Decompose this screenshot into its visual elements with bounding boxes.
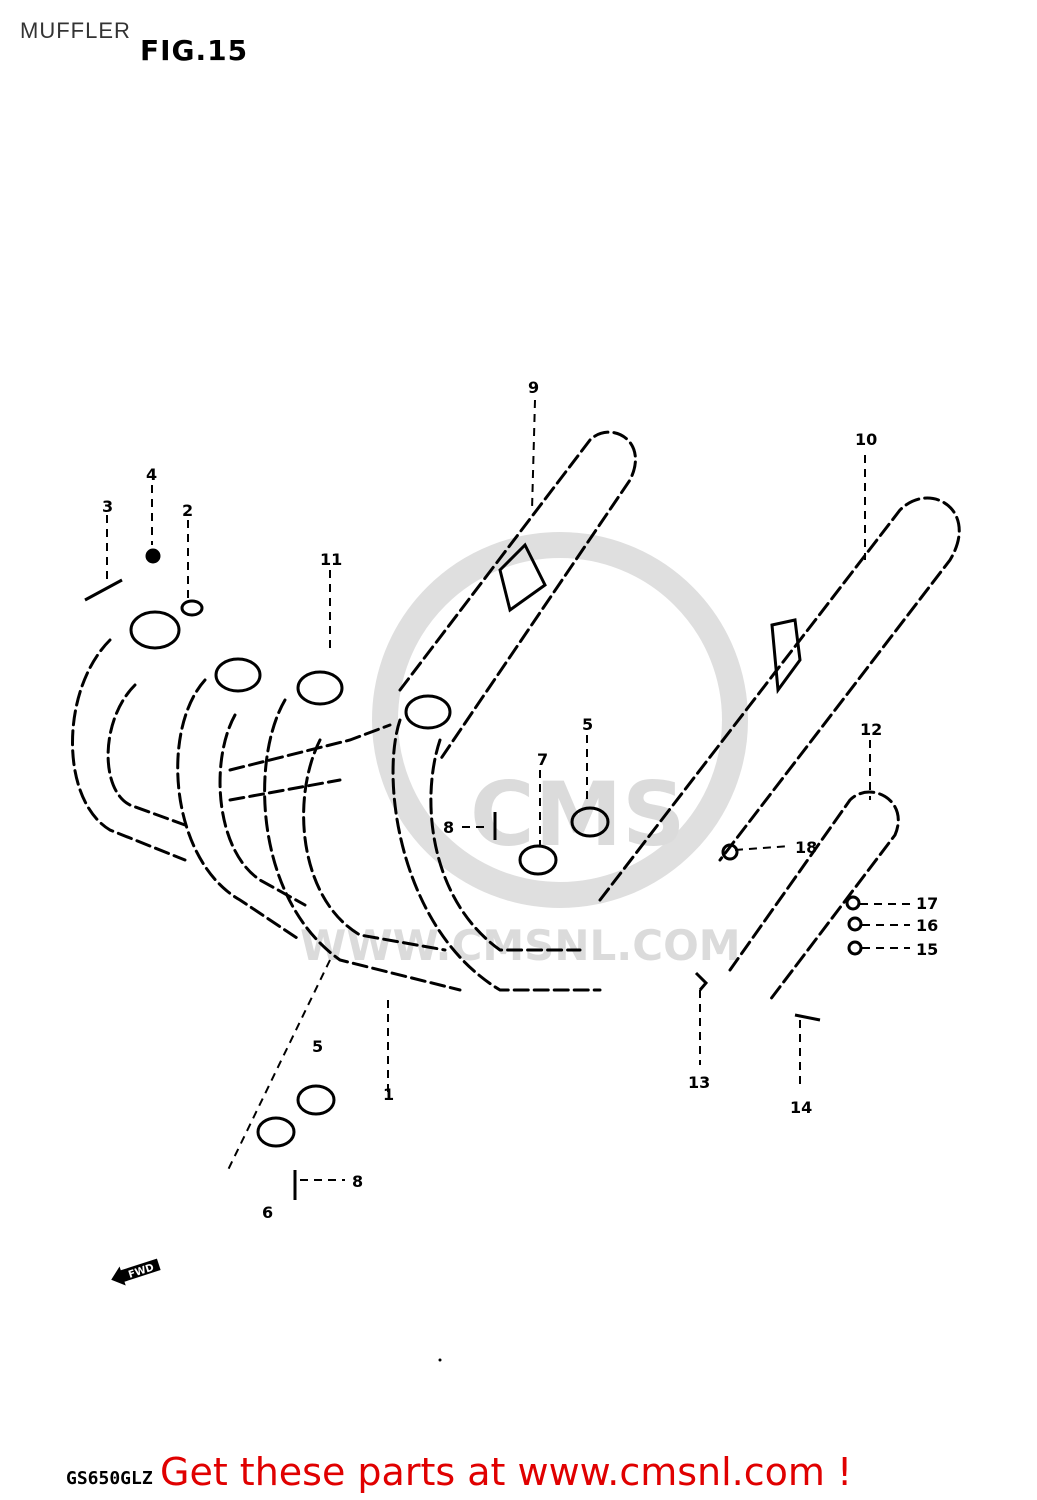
callout-16: 16 (916, 916, 938, 935)
watermark-url: WWW.CMSNL.COM (300, 921, 741, 970)
forward-arrow: FWD (111, 1258, 161, 1286)
parts-hardware (84, 542, 863, 1200)
bolt-part-15 (847, 940, 863, 956)
callout-18: 18 (795, 838, 817, 857)
exhaust-pipe-4-outer (391, 718, 602, 992)
callout-9: 9 (528, 378, 539, 397)
leader-18 (734, 845, 791, 851)
clamp-pipe-4 (404, 694, 452, 730)
leader-9 (531, 399, 536, 511)
callout-10: 10 (855, 430, 877, 449)
muffler-left-body (398, 430, 637, 762)
callout-5: 5 (582, 715, 593, 734)
callout-8-lower: 8 (352, 1172, 363, 1191)
page-title: MUFFLER (20, 18, 131, 43)
exhaust-pipe-1-inner (106, 683, 187, 827)
forward-arrow-label: FWD (127, 1262, 155, 1281)
callout-5-lower: 5 (312, 1037, 323, 1056)
nut-part-18 (721, 843, 739, 861)
leader-lines (106, 399, 910, 1181)
callout-12: 12 (860, 720, 882, 739)
connector-pipe-upper (228, 723, 392, 772)
bracket-muffler-left (498, 542, 547, 613)
callout-3: 3 (102, 497, 113, 516)
exhaust-pipe-4-inner (429, 738, 582, 952)
bolt-part-13 (694, 971, 709, 991)
callout-8: 8 (443, 818, 454, 837)
connector-sleeve-part-5 (570, 806, 610, 838)
model-code: GS650GLZ (66, 1468, 153, 1489)
clamp-part-7 (518, 844, 558, 876)
connector-sleeve-part-5-lower (296, 1084, 336, 1116)
connector-pipe-lower (228, 778, 342, 802)
callout-13: 13 (688, 1073, 710, 1092)
callout-14: 14 (790, 1098, 812, 1117)
bracket-muffler-right (770, 618, 802, 695)
exhaust-pipe-3-outer (263, 698, 462, 992)
callout-1: 1 (383, 1085, 394, 1104)
clamp-part-6 (256, 1116, 296, 1148)
washer-part-16 (847, 916, 863, 932)
watermark: CMS WWW.CMSNL.COM (300, 532, 748, 970)
watermark-logo-ring (372, 532, 748, 908)
washer-part-17 (845, 895, 861, 911)
clamp-pipe-3 (296, 670, 344, 706)
callout-4: 4 (146, 465, 157, 484)
watermark-logo-text: CMS (470, 763, 686, 866)
stray-dot (438, 1358, 442, 1362)
exhaust-pipe-2-inner (218, 713, 307, 907)
bolt-part-14 (794, 1013, 821, 1022)
callout-15: 15 (916, 940, 938, 959)
callout-11: 11 (320, 550, 342, 569)
callout-2: 2 (182, 501, 193, 520)
cta-link[interactable]: Get these parts at www.cmsnl.com ! (160, 1450, 853, 1494)
pipe-outlines (71, 430, 961, 1002)
figure-number: FIG.15 (140, 34, 249, 67)
callout-17: 17 (916, 894, 938, 913)
exhaust-pipe-1-outer (71, 638, 187, 862)
clamp-pipe-2 (214, 657, 262, 693)
muffler-right-body (598, 496, 961, 902)
bolt-part-3 (84, 578, 123, 602)
part-number-labels: 1 2 3 4 5 5 6 7 8 8 9 10 11 12 13 14 15 … (102, 378, 938, 1222)
callout-7: 7 (537, 750, 548, 769)
nut-part-4 (145, 548, 161, 564)
exhaust-pipe-3-inner (302, 738, 447, 952)
callout-6: 6 (262, 1203, 273, 1222)
gasket-ring-part-2 (180, 599, 204, 617)
exhaust-pipe-2-outer (176, 678, 302, 942)
leader-assembly-lower (227, 959, 331, 1171)
chamber-pipe-12 (728, 790, 900, 1002)
gasket-part-2 (129, 610, 181, 650)
